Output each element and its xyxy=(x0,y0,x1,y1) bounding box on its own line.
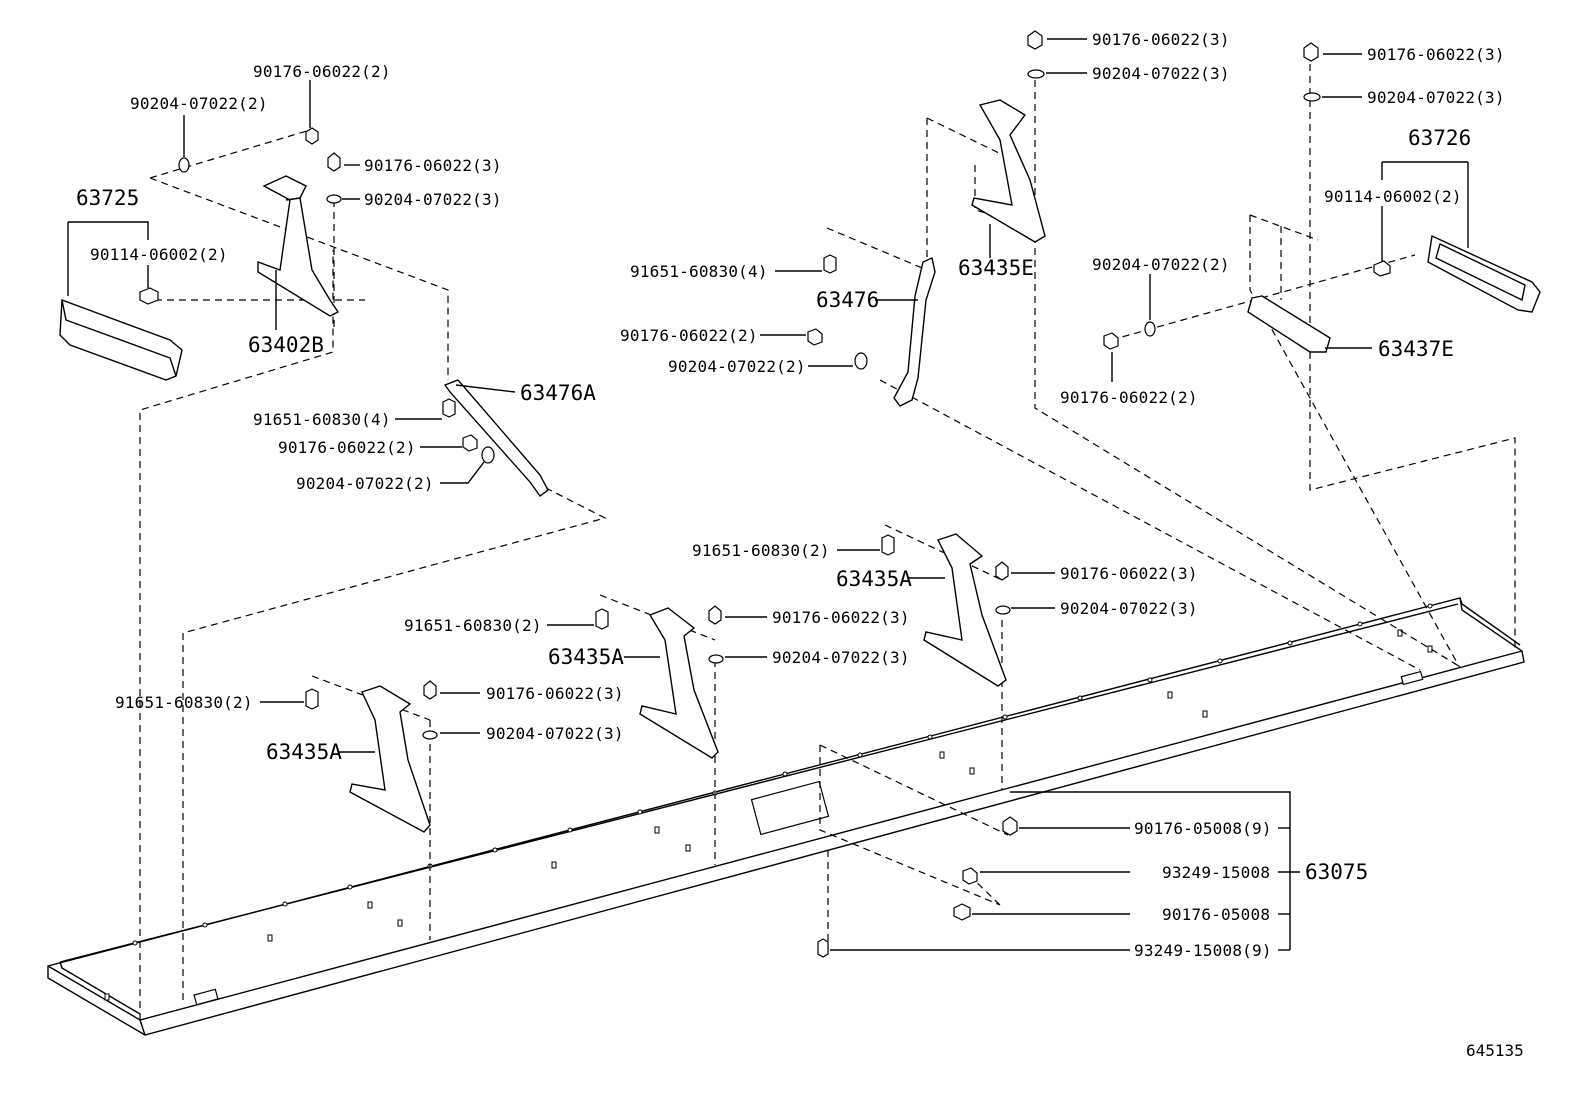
label-90204-07022-2: 90204-07022(2) xyxy=(130,94,268,113)
bracket-63435E xyxy=(971,99,1046,243)
step-pad-63726 xyxy=(1427,234,1541,313)
label-90204-07022-3: 90204-07022(3) xyxy=(364,190,502,209)
label-90204-07022-2: 90204-07022(2) xyxy=(296,474,434,493)
washer-icon xyxy=(708,654,724,664)
label-90176-06022-3: 90176-06022(3) xyxy=(1060,564,1198,583)
label-91651-60830-4: 91651-60830(4) xyxy=(253,410,391,429)
bolt-icon xyxy=(807,328,823,346)
label-90176-06022-3: 90176-06022(3) xyxy=(1092,30,1230,49)
label-90176-05008: 90176-05008 xyxy=(1162,905,1270,924)
bolt-icon xyxy=(881,534,895,556)
nut-icon xyxy=(305,127,319,145)
label-63435E: 63435E xyxy=(958,256,1034,280)
label-90176-06022-3: 90176-06022(3) xyxy=(1367,45,1505,64)
label-90176-05008-9: 90176-05008(9) xyxy=(1134,819,1272,838)
washer-icon xyxy=(995,605,1011,615)
nut-icon xyxy=(995,561,1009,581)
label-90204-07022-3: 90204-07022(3) xyxy=(1367,88,1505,107)
label-90176-06022-3: 90176-06022(3) xyxy=(486,684,624,703)
label-90176-06022-2: 90176-06022(2) xyxy=(253,62,391,81)
label-90114-06002-2: 90114-06002(2) xyxy=(1324,187,1462,206)
label-63435A: 63435A xyxy=(266,740,342,764)
washer-icon xyxy=(178,157,190,173)
label-90114-06002-2: 90114-06002(2) xyxy=(90,245,228,264)
label-90204-07022-2: 90204-07022(2) xyxy=(1092,255,1230,274)
label-63726: 63726 xyxy=(1408,126,1471,150)
part-labels: 90176-06022(2) 90204-07022(2) 90176-0602… xyxy=(76,30,1524,1060)
bolt-icon xyxy=(139,287,159,305)
label-90176-06022-2: 90176-06022(2) xyxy=(620,326,758,345)
bolt-icon xyxy=(595,608,609,630)
label-91651-60830-2: 91651-60830(2) xyxy=(404,616,542,635)
bolt-icon xyxy=(1103,332,1119,350)
bolt-icon xyxy=(962,867,978,885)
nut-icon xyxy=(1002,816,1018,836)
label-93249-15008-9: 93249-15008(9) xyxy=(1134,941,1272,960)
bolt-icon xyxy=(462,434,478,452)
label-90176-06022-3: 90176-06022(3) xyxy=(364,156,502,175)
label-63402B: 63402B xyxy=(248,333,324,357)
bolt-icon xyxy=(823,254,837,274)
washer-icon xyxy=(481,446,495,464)
bolt-icon xyxy=(305,688,319,710)
bracket-63437E xyxy=(1247,295,1331,353)
label-90176-06022-2: 90176-06022(2) xyxy=(278,438,416,457)
bracket-63435A-right xyxy=(923,533,1007,687)
bolt-icon xyxy=(953,903,971,921)
diagram-id: 645135 xyxy=(1466,1041,1524,1060)
rail-holes xyxy=(104,603,1433,1006)
strut-63476 xyxy=(893,257,936,407)
label-90204-07022-3: 90204-07022(3) xyxy=(1060,599,1198,618)
washer-icon xyxy=(422,730,438,740)
nut-icon xyxy=(423,680,437,700)
label-90204-07022-2: 90204-07022(2) xyxy=(668,357,806,376)
label-91651-60830-2: 91651-60830(2) xyxy=(115,693,253,712)
bolt-icon xyxy=(1373,260,1391,277)
bracket-63435A-left xyxy=(349,685,431,833)
assembly-lines xyxy=(139,64,1516,1020)
bolt-icon xyxy=(817,938,829,958)
label-91651-60830-2: 91651-60830(2) xyxy=(692,541,830,560)
nut-icon xyxy=(1027,30,1043,50)
fasteners xyxy=(139,30,1391,958)
label-63075: 63075 xyxy=(1305,860,1368,884)
nut-icon xyxy=(708,605,722,625)
label-90204-07022-3: 90204-07022(3) xyxy=(486,724,624,743)
bracket-63402B xyxy=(257,175,340,317)
washer-icon xyxy=(326,194,342,204)
step-pad-63725 xyxy=(59,299,183,381)
label-90176-06022-2: 90176-06022(2) xyxy=(1060,388,1198,407)
bracket-63435A-middle xyxy=(639,607,719,759)
strut-63476A xyxy=(443,379,549,497)
label-63435A: 63435A xyxy=(548,645,624,669)
bolt-icon xyxy=(442,398,456,418)
side-rail-63075 xyxy=(47,597,1525,1036)
label-63725: 63725 xyxy=(76,186,139,210)
washer-icon xyxy=(1144,321,1156,337)
label-63476A: 63476A xyxy=(520,381,596,405)
label-63437E: 63437E xyxy=(1378,337,1454,361)
washer-icon xyxy=(1303,92,1321,102)
washer-icon xyxy=(854,352,868,370)
nut-icon xyxy=(327,152,341,172)
label-90176-06022-3: 90176-06022(3) xyxy=(772,608,910,627)
label-90204-07022-3: 90204-07022(3) xyxy=(1092,64,1230,83)
label-63476: 63476 xyxy=(816,288,879,312)
nut-icon xyxy=(1303,42,1319,62)
label-91651-60830-4: 91651-60830(4) xyxy=(630,262,768,281)
washer-icon xyxy=(1027,69,1045,79)
label-90204-07022-3: 90204-07022(3) xyxy=(772,648,910,667)
leader-lines xyxy=(67,38,1469,951)
label-93249-15008: 93249-15008 xyxy=(1162,863,1270,882)
label-63435A: 63435A xyxy=(836,567,912,591)
